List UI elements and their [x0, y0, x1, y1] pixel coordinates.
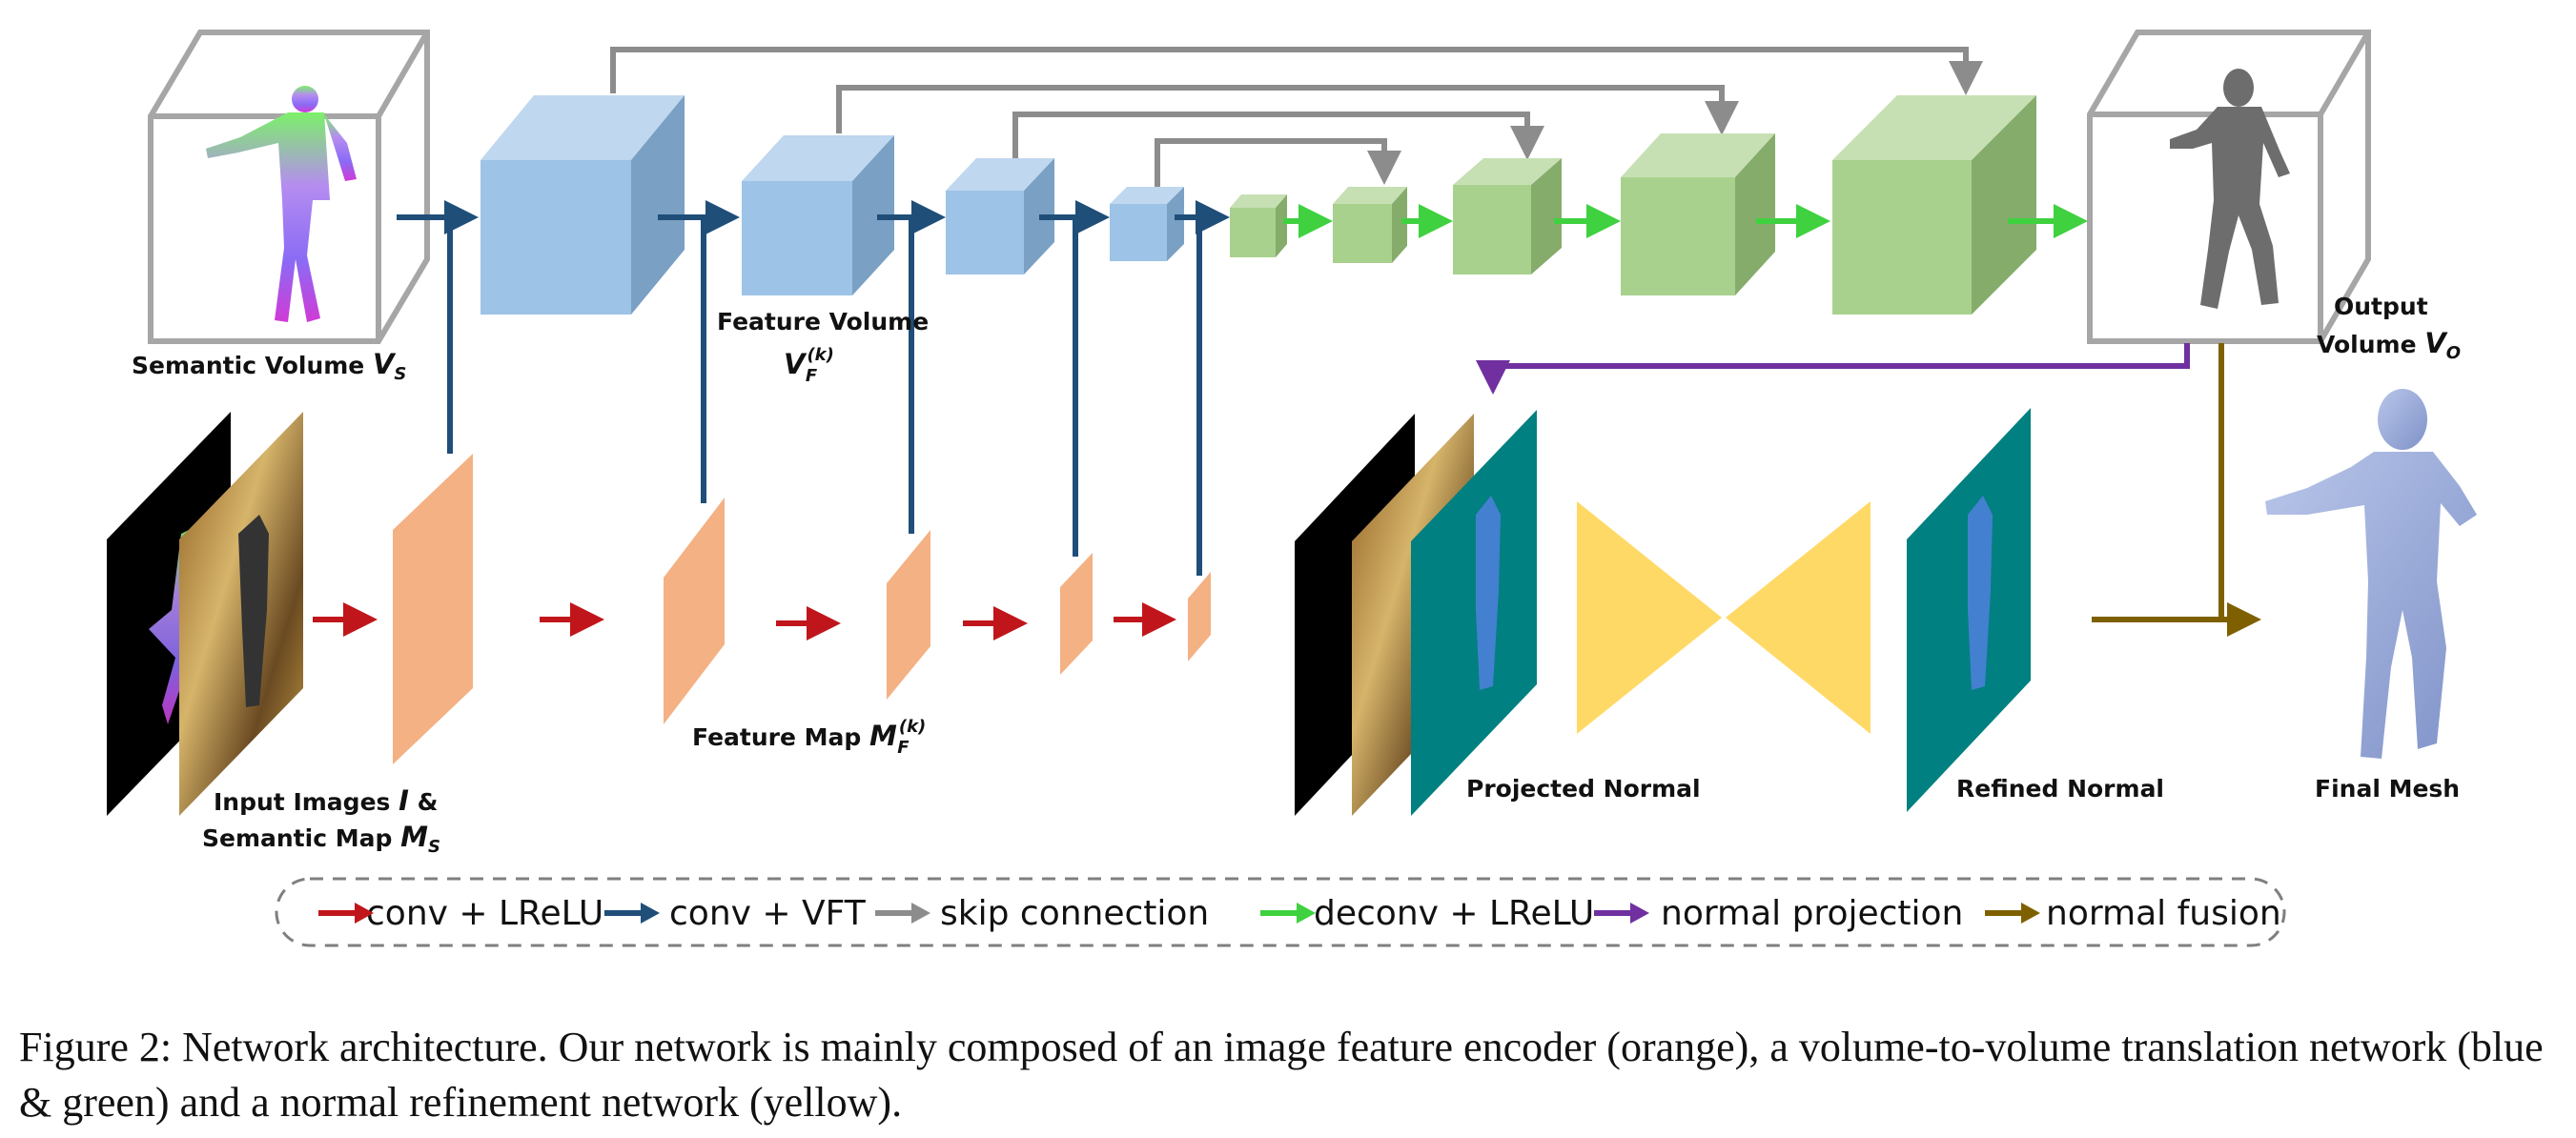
refined-normal-figure [1968, 496, 1993, 690]
decoder-volume-5 [1832, 95, 2036, 315]
feature-map-2 [664, 498, 725, 724]
projected-normal-stack [1295, 410, 1537, 816]
feature-volume-3 [946, 158, 1054, 274]
legend-arrowhead [1297, 903, 1316, 924]
legend-label: skip connection [940, 894, 1209, 933]
semantic-human-icon [206, 86, 357, 322]
legend-box [275, 877, 2286, 947]
skip-connection-3 [1012, 112, 1544, 160]
projected-normal-label: Projected Normal [1466, 775, 1701, 803]
input-images-label: Input Images I & [214, 784, 438, 817]
feature-maps [393, 454, 1211, 764]
conv-lrelu-arrows [313, 602, 1176, 640]
semantic-volume-cube [148, 30, 430, 344]
legend-item-skip-connection: skip connection [875, 894, 1209, 933]
refined-normal-image-group [1907, 408, 2031, 812]
input-image-stack [107, 412, 303, 816]
legend-arrowhead [911, 903, 930, 924]
legend-arrowhead [1630, 903, 1649, 924]
legend-label: conv + VFT [669, 894, 867, 933]
refined-normal-label: Refined Normal [1956, 775, 2164, 803]
feature-map-label: Feature Map M(k)F [692, 717, 926, 758]
input-photo-person [238, 515, 269, 707]
refine-decoder-triangle [1726, 501, 1871, 734]
decoder-volume-1 [1230, 194, 1287, 257]
normal-fusion-arrows [2092, 343, 2261, 637]
feature-volume-1 [480, 95, 685, 315]
diagram-labels: Semantic Volume VS Feature Volume V(k)F … [132, 293, 2461, 857]
legend-item-normal-fusion: normal fusion [1985, 894, 2281, 933]
decoder-volume-3 [1453, 158, 1562, 274]
feature-volume-label: Feature Volume [717, 308, 929, 335]
legend-item-normal-projection: normal projection [1594, 894, 1963, 933]
feature-map-4 [1060, 553, 1093, 675]
legend-label: conv + LReLU [366, 894, 603, 933]
normal-projection-arrow [1476, 343, 2190, 395]
skip-connections [610, 47, 1983, 187]
legend: conv + LReLU conv + VFT skip connection … [275, 877, 2286, 947]
feature-volume-symbol: V(k)F [784, 345, 834, 386]
legend-item-deconv-lrelu: deconv + LReLU [1260, 894, 1594, 933]
legend-label: deconv + LReLU [1314, 894, 1594, 933]
feature-map-5 [1188, 572, 1211, 661]
decoder-volume-2 [1333, 187, 1407, 263]
projected-normal-image [1411, 410, 1537, 816]
legend-label: normal fusion [2046, 894, 2281, 933]
semantic-volume-label: Semantic Volume VS [132, 348, 406, 384]
legend-label: normal projection [1661, 894, 1963, 933]
output-human-icon [2170, 69, 2290, 309]
input-photo-image [179, 412, 303, 816]
final-mesh-label: Final Mesh [2315, 775, 2460, 803]
figure-caption: Figure 2: Network architecture. Our netw… [19, 1024, 2544, 1126]
skip-connection-4 [1155, 138, 1401, 187]
semantic-map-label: Semantic Map MS [202, 821, 440, 857]
skip-connection-2 [836, 85, 1739, 135]
output-volume-label-line2: Volume VO [2317, 327, 2461, 363]
decoder-volume-4 [1621, 133, 1775, 295]
legend-arrowhead [355, 903, 374, 924]
output-volume-label-line1: Output [2334, 293, 2428, 320]
conv-vft-arrows [397, 200, 1230, 576]
feature-map-1 [393, 454, 473, 764]
projected-normal-figure [1476, 496, 1501, 690]
skip-connection-1 [610, 47, 1983, 95]
refine-encoder-triangle [1577, 501, 1722, 734]
legend-arrowhead [2021, 903, 2040, 924]
output-volume-cube [2087, 30, 2371, 344]
normal-refinement-network [1577, 501, 1871, 734]
final-mesh-icon [2265, 389, 2477, 759]
feature-volume-2 [742, 135, 894, 295]
feature-volume-4 [1110, 187, 1184, 261]
legend-arrowhead [641, 903, 660, 924]
legend-item-conv-lrelu: conv + LReLU [318, 894, 603, 933]
feature-map-3 [887, 530, 930, 700]
legend-item-conv-vft: conv + VFT [604, 894, 867, 933]
